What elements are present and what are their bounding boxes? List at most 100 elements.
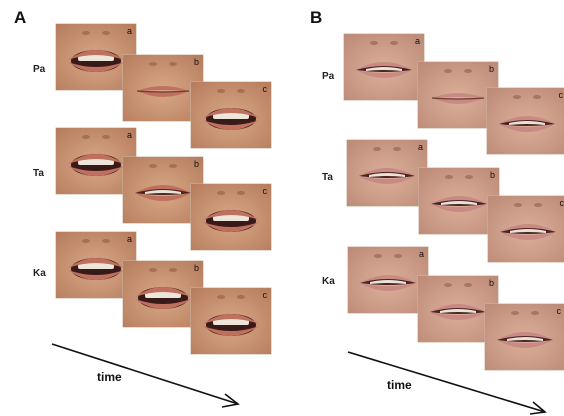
- mouth-image: [419, 168, 499, 234]
- mouth-frame: c: [485, 304, 564, 370]
- nostril: [82, 135, 90, 139]
- nostril: [217, 191, 225, 195]
- mouth-image: [56, 232, 136, 298]
- teeth: [145, 190, 181, 194]
- lower-lip: [135, 299, 191, 309]
- lip-line: [136, 90, 190, 93]
- teeth: [213, 214, 249, 221]
- upper-lip: [68, 258, 124, 268]
- nostril: [445, 175, 453, 179]
- teeth: [369, 173, 405, 177]
- lower-lip: [497, 340, 553, 348]
- mouth-frame: b: [123, 261, 203, 327]
- lower-lip: [135, 193, 191, 201]
- teeth: [213, 318, 249, 325]
- nostril: [237, 89, 245, 93]
- mouth-frame: c: [191, 184, 271, 250]
- mouth-frame: c: [487, 88, 564, 154]
- panel-a: A Pa Ta Ka a b c a b c a b c time: [14, 8, 271, 408]
- nostril: [531, 311, 539, 315]
- mouth-image: [191, 288, 271, 354]
- upper-lip: [360, 275, 416, 283]
- nostril: [237, 191, 245, 195]
- lower-lip: [500, 232, 556, 240]
- nostril: [102, 135, 110, 139]
- upper-lip: [203, 210, 259, 220]
- mouth-frame: b: [123, 55, 203, 121]
- lower-lip: [499, 124, 555, 132]
- upper-lip: [203, 314, 259, 324]
- frame-letter: a: [126, 130, 132, 140]
- mouth-frame: c: [488, 196, 564, 262]
- panel-b: B Pa Ta Ka a b c a b c a b c time: [282, 0, 564, 416]
- mouth-image: [347, 140, 427, 206]
- teeth: [78, 158, 114, 165]
- mouth-frame: a: [347, 140, 427, 206]
- lip-line: [431, 97, 485, 100]
- frame-letter: a: [126, 26, 132, 36]
- upper-lip: [500, 224, 556, 232]
- teeth: [145, 291, 181, 298]
- frame-letter: b: [193, 263, 199, 273]
- lower-lip: [137, 91, 189, 97]
- nostril: [370, 41, 378, 45]
- frame-letter: c: [262, 84, 268, 94]
- mouth-image: [123, 157, 203, 223]
- lower-lip: [430, 312, 486, 320]
- row-label-ka: Ka: [33, 268, 46, 279]
- frame-letter: a: [418, 249, 424, 259]
- upper-lip: [359, 168, 415, 176]
- mouth-image: [56, 24, 136, 90]
- nostril: [511, 311, 519, 315]
- mouth-image: [418, 276, 498, 342]
- nostril: [149, 164, 157, 168]
- mouth-image: [191, 184, 271, 250]
- mouth-image: [123, 261, 203, 327]
- nostril: [82, 31, 90, 35]
- upper-lip: [135, 185, 191, 193]
- time-axis-label: time: [387, 378, 412, 392]
- nostril: [217, 89, 225, 93]
- mouth-frame: a: [56, 128, 136, 194]
- upper-lip: [135, 287, 191, 297]
- row-label-ka: Ka: [322, 276, 335, 287]
- nostril: [533, 95, 541, 99]
- mouth-frame: b: [419, 168, 499, 234]
- upper-lip: [431, 196, 487, 204]
- mouth-frame: a: [348, 247, 428, 313]
- row-label-pa: Pa: [322, 71, 335, 82]
- lower-lip: [203, 120, 259, 130]
- frame-letter: b: [488, 64, 494, 74]
- lower-lip: [68, 62, 124, 72]
- lower-lip: [68, 270, 124, 280]
- lower-lip: [203, 326, 259, 336]
- frame-letter: c: [262, 186, 268, 196]
- upper-lip: [137, 86, 189, 91]
- frame-letter: b: [193, 159, 199, 169]
- mouth-frame: a: [56, 24, 136, 90]
- nostril: [169, 164, 177, 168]
- nostril: [373, 147, 381, 151]
- mouth-frame: b: [418, 62, 498, 128]
- frame-letter: b: [193, 57, 199, 67]
- nostril: [534, 203, 542, 207]
- nostril: [394, 254, 402, 258]
- nostril: [465, 175, 473, 179]
- nostril: [169, 268, 177, 272]
- mouth-frame: b: [123, 157, 203, 223]
- nostril: [374, 254, 382, 258]
- teeth: [78, 54, 114, 61]
- mouth-frame: a: [56, 232, 136, 298]
- panel-letter: A: [14, 8, 27, 27]
- row-label-pa: Pa: [33, 64, 46, 75]
- upper-lip: [68, 50, 124, 60]
- nostril: [102, 31, 110, 35]
- nostril: [82, 239, 90, 243]
- lower-lip: [360, 283, 416, 291]
- upper-lip: [356, 62, 412, 70]
- time-axis-label: time: [97, 370, 122, 384]
- nostril: [149, 268, 157, 272]
- upper-lip: [68, 154, 124, 164]
- nostril: [102, 239, 110, 243]
- nostril: [444, 69, 452, 73]
